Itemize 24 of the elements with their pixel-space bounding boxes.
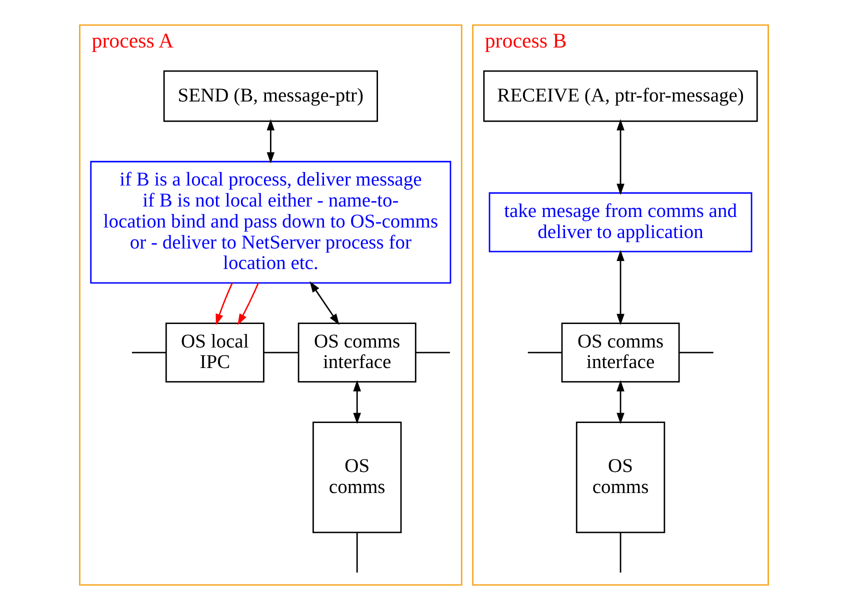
node-box: OS comms [312, 422, 402, 534]
arrow [616, 250, 624, 326]
arrow [266, 119, 275, 164]
connector [679, 352, 714, 354]
node-box: SEND (B, message-ptr) [163, 70, 378, 122]
connector [356, 532, 358, 573]
arrow [353, 380, 361, 424]
arrow [238, 282, 259, 326]
node-box: take mesage from comms and deliver to application [488, 192, 752, 252]
node-box: OS local IPC [165, 322, 264, 383]
connector [264, 352, 298, 354]
arrow [616, 380, 624, 424]
connector [416, 352, 450, 354]
node-box: if B is a local process, deliver message if B is not local either - name-to-location bind and pass down to OS-comms or - deliver to NetServer process for location etc. [90, 160, 452, 284]
node-box: RECEIVE (A, ptr-for-message) [483, 70, 758, 122]
node-box: OS comms [576, 422, 666, 534]
arrow [310, 281, 340, 325]
node-box: OS comms interface [298, 322, 416, 383]
connector [132, 352, 166, 354]
arrow [616, 119, 624, 195]
arrow [216, 282, 233, 326]
node-box: OS comms interface [561, 322, 680, 383]
connector [528, 352, 562, 354]
connector [620, 532, 622, 573]
